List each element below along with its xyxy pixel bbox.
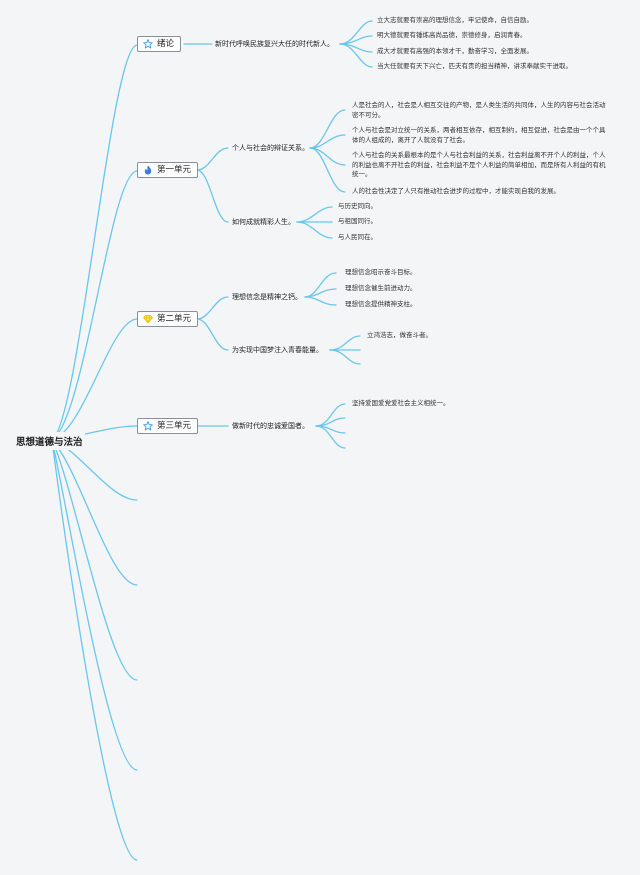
unit-node-2[interactable]: 第二单元 [137,311,199,327]
link-topic-leaf [304,296,337,306]
leaf-point[interactable]: 人的社会性决定了人只有推动社会进步的过程中，才能实现自我的发展。 [352,187,560,195]
leaf-point[interactable]: 当大任就要有天下兴亡，匹夫有责的担当精神，讲求奉献实干进取。 [377,62,572,70]
link-unit1-topic0 [196,147,229,171]
unit-node-intro[interactable]: 绪论 [137,36,182,52]
diamond-icon [143,314,153,324]
star-icon [143,421,153,431]
leaf-point[interactable]: 个人与社会的关系最根本的是个人与社会利益的关系，社会利益离不开个人的利益，个人的… [352,151,606,178]
link-topic-leaf [309,109,346,149]
link-topic-leaf [309,134,346,149]
link-unit2-topic1 [196,318,229,351]
link-root-empty-3 [51,439,138,681]
root-topic[interactable]: 思想道德与法治 [14,432,85,450]
unit-node-1[interactable]: 第一单元 [137,162,199,178]
link-topic-leaf [309,147,346,193]
link-topic-leaf [329,335,361,351]
leaf-point[interactable]: 立鸿浩志，做奋斗者。 [367,331,432,339]
link-root-empty-4 [51,439,138,771]
topic-label[interactable]: 做新时代的忠诚爱国者。 [232,422,309,430]
leaf-point[interactable]: 与人民同在。 [338,233,377,241]
unit-title: 第一单元 [157,165,192,175]
leaf-point[interactable]: 理想信念催生前进动力。 [345,284,417,292]
link-topic-leaf [329,349,361,365]
leaf-point[interactable]: 个人与社会是对立统一的关系，两者相互依存，相互制约，相互促进，社会是由一个个具体… [352,126,606,144]
unit-title: 第二单元 [157,314,192,324]
star-icon [143,39,153,49]
unit-title: 第三单元 [157,421,192,431]
link-unit1-topic1 [196,169,229,223]
leaf-point[interactable]: 人是社会的人，社会是人相互交往的产物，是人类生活的共同体，人生的内容与社会活动密… [352,101,606,119]
leaf-point[interactable]: 理想信念昭示奋斗目标。 [345,268,417,276]
topic-label[interactable]: 如何成就精彩人生。 [232,218,295,226]
link-root-empty-5 [51,439,138,861]
leaf-point[interactable]: 理想信念提供精神支柱。 [345,300,417,308]
link-topic-leaf [339,43,373,68]
topic-label[interactable]: 个人与社会的辩证关系。 [232,144,309,152]
unit-node-3[interactable]: 第三单元 [137,418,199,434]
link-root-unit-1 [51,170,138,441]
leaf-point[interactable]: 与祖国同行。 [338,217,377,225]
link-topic-leaf [315,425,346,449]
topic-label[interactable]: 新时代呼唤民族复兴大任的时代新人。 [215,40,334,48]
link-topic-leaf [296,221,333,239]
topic-label[interactable]: 理想信念是精神之钙。 [232,293,302,301]
leaf-point[interactable]: 明大德就要有锤炼高尚品德，崇德修身，启润青春。 [377,31,527,39]
link-unit2-topic0 [196,296,229,320]
link-topic-leaf [296,206,333,223]
leaf-point[interactable]: 成大才就要有高强的本领才干，勤奋学习，全面发展。 [377,47,533,55]
link-root-empty-2 [51,439,138,586]
topic-label[interactable]: 为实现中国梦注入青春能量。 [232,346,323,354]
leaf-point[interactable]: 立大志就要有崇高的理想信念，牢记使命，自信自励。 [377,16,533,24]
flame-icon [143,165,153,175]
leaf-point[interactable]: 坚持爱国爱党爱社会主义相统一。 [352,399,450,407]
link-root-unit-0 [51,44,138,441]
unit-title: 绪论 [157,39,175,49]
leaf-point[interactable]: 与历史同向。 [338,202,377,210]
